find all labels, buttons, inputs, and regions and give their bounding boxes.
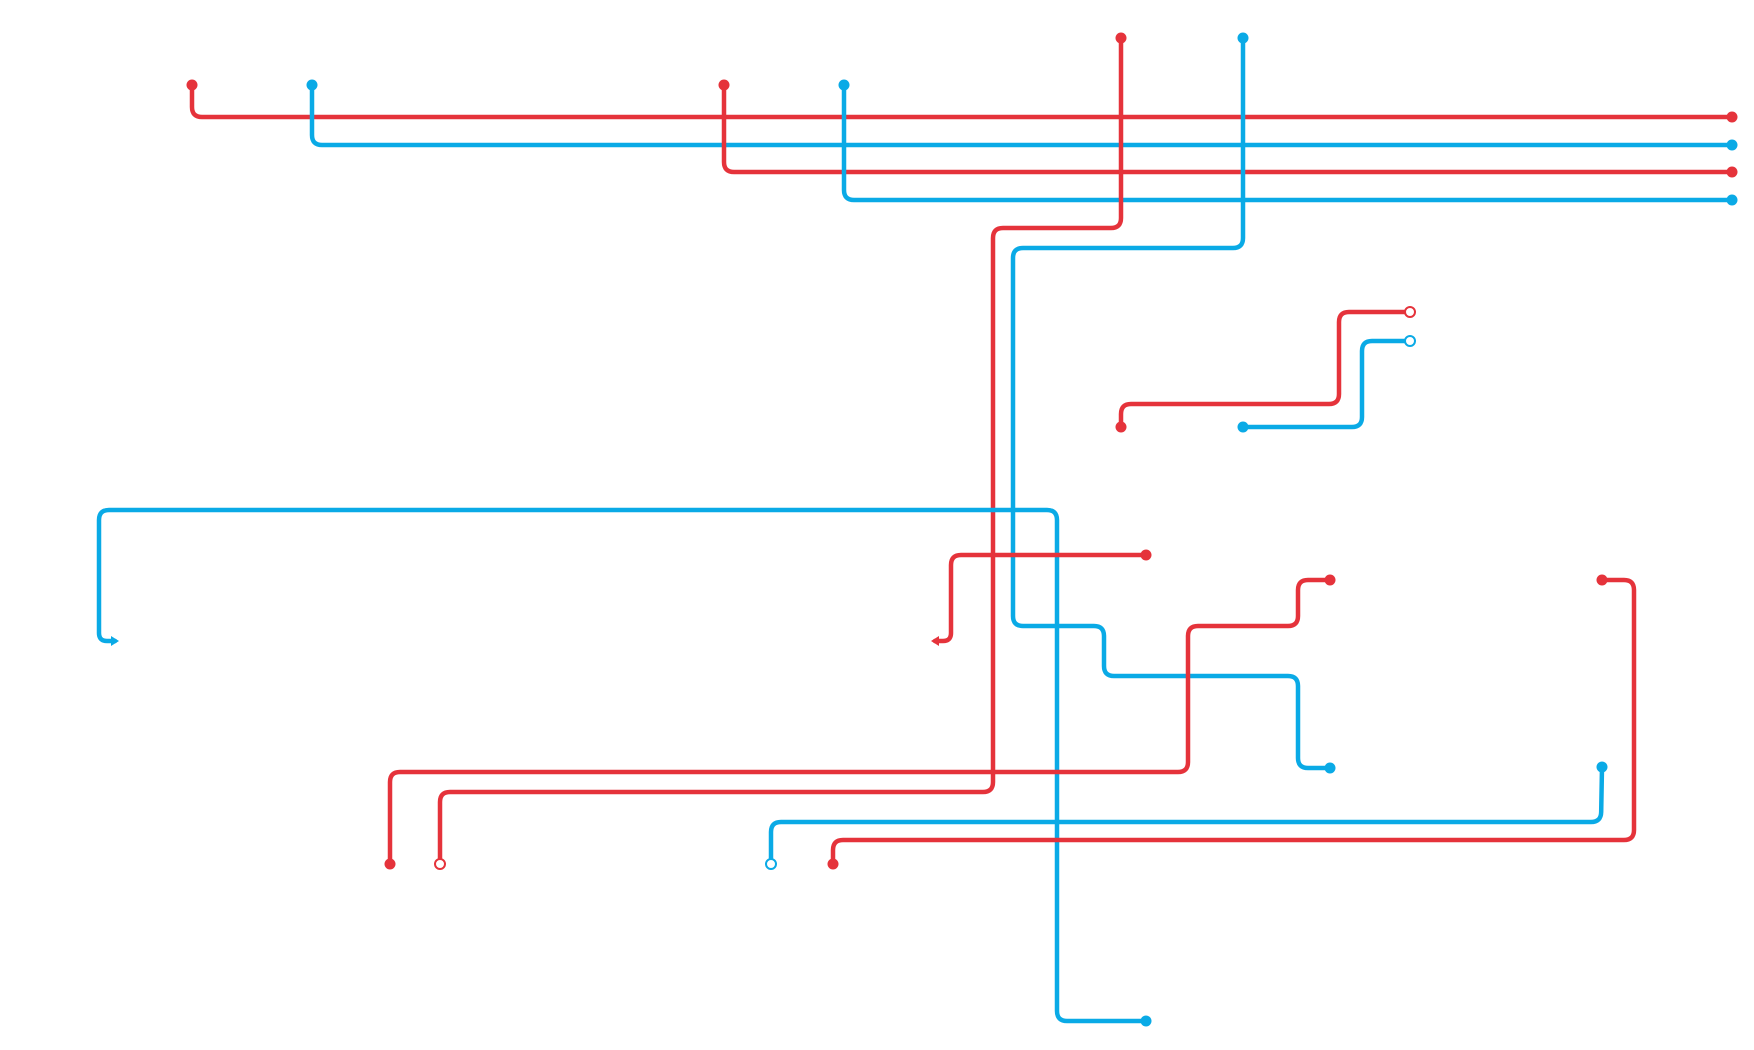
red-long-down-start-terminal (1115, 32, 1127, 44)
red-top-2-path (721, 82, 1735, 175)
blue-top-2-start-terminal (838, 79, 850, 91)
red-top-2-end-terminal (1726, 166, 1738, 178)
red-hook-end-terminal (1140, 549, 1152, 561)
red-top-1-wire (186, 79, 1738, 123)
red-step-path (1118, 309, 1413, 430)
red-mid-connector-path (387, 577, 1333, 867)
red-long-down-end-terminal (434, 858, 446, 870)
red-top-1-end-terminal (1726, 111, 1738, 123)
blue-top-1-path (309, 82, 1735, 148)
red-right-low-end-terminal (1596, 574, 1608, 586)
blue-right-low-start-terminal (765, 858, 777, 870)
red-step-end-terminal (1404, 306, 1416, 318)
blue-long-down-end-terminal (1324, 762, 1336, 774)
blue-top-2-end-terminal (1726, 194, 1738, 206)
red-long-down-path (437, 35, 1124, 867)
red-top-2-wire (718, 79, 1738, 178)
red-long-down-wire (434, 32, 1127, 870)
red-right-low-wire (827, 574, 1637, 870)
red-mid-connector-wire (384, 574, 1336, 870)
blue-right-low-end-terminal (1596, 761, 1608, 773)
blue-step-wire (1237, 335, 1416, 433)
blue-step-start-terminal (1237, 421, 1249, 433)
red-hook-start-terminal (931, 636, 939, 646)
red-right-low-start-terminal (827, 858, 839, 870)
blue-big-loop-start-terminal (111, 636, 119, 646)
red-top-1-start-terminal (186, 79, 198, 91)
blue-big-loop-wire (96, 507, 1152, 1027)
blue-right-low-wire (765, 761, 1608, 870)
red-step-wire (1115, 306, 1416, 433)
blue-long-down-path (1010, 35, 1333, 771)
blue-top-2-path (841, 82, 1735, 203)
blue-top-1-start-terminal (306, 79, 318, 91)
red-top-1-path (189, 82, 1735, 120)
blue-top-1-end-terminal (1726, 139, 1738, 151)
blue-step-end-terminal (1404, 335, 1416, 347)
blue-right-low-path (768, 764, 1605, 867)
blue-top-1-wire (306, 79, 1738, 151)
blue-big-loop-end-terminal (1140, 1015, 1152, 1027)
red-hook-path (932, 552, 1149, 644)
blue-step-path (1240, 338, 1413, 430)
blue-top-2-wire (838, 79, 1738, 206)
red-mid-connector-end-terminal (1324, 574, 1336, 586)
blue-long-down-wire (1010, 32, 1336, 774)
red-hook-wire (931, 549, 1152, 646)
red-step-start-terminal (1115, 421, 1127, 433)
blue-long-down-start-terminal (1237, 32, 1249, 44)
red-right-low-path (830, 577, 1637, 867)
red-mid-connector-start-terminal (384, 858, 396, 870)
red-top-2-start-terminal (718, 79, 730, 91)
blue-big-loop-path (96, 507, 1149, 1024)
